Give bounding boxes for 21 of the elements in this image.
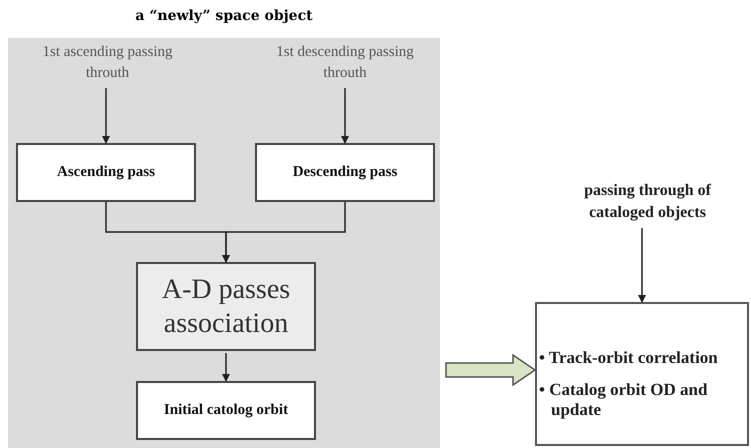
box-label: Ascending pass: [57, 164, 155, 181]
process-box: [136, 262, 316, 351]
step-label: 1st descending passing throuth: [255, 42, 435, 84]
box-label: Initial catolog orbit: [164, 402, 288, 419]
box-label: A-D passes association: [160, 272, 292, 340]
bullet-item: • Track-orbit correlation: [539, 348, 719, 368]
arrow: [638, 228, 646, 303]
process-box: [535, 302, 749, 446]
process-box: [255, 143, 435, 202]
box-label: Descending pass: [292, 164, 398, 181]
process-box: [136, 381, 316, 440]
process-box: [16, 143, 196, 202]
bullet-item: • Catalog orbit OD and update: [539, 380, 708, 420]
step-label: 1st ascending passing throuth: [25, 42, 190, 84]
step-label: passing through of cataloged objects: [555, 180, 740, 224]
block-arrow: [445, 354, 536, 386]
arrow: [222, 353, 230, 382]
arrow: [222, 202, 346, 263]
arrow: [102, 88, 110, 144]
arrow: [341, 88, 349, 144]
panel-heading: a “newly” space object: [134, 8, 314, 24]
